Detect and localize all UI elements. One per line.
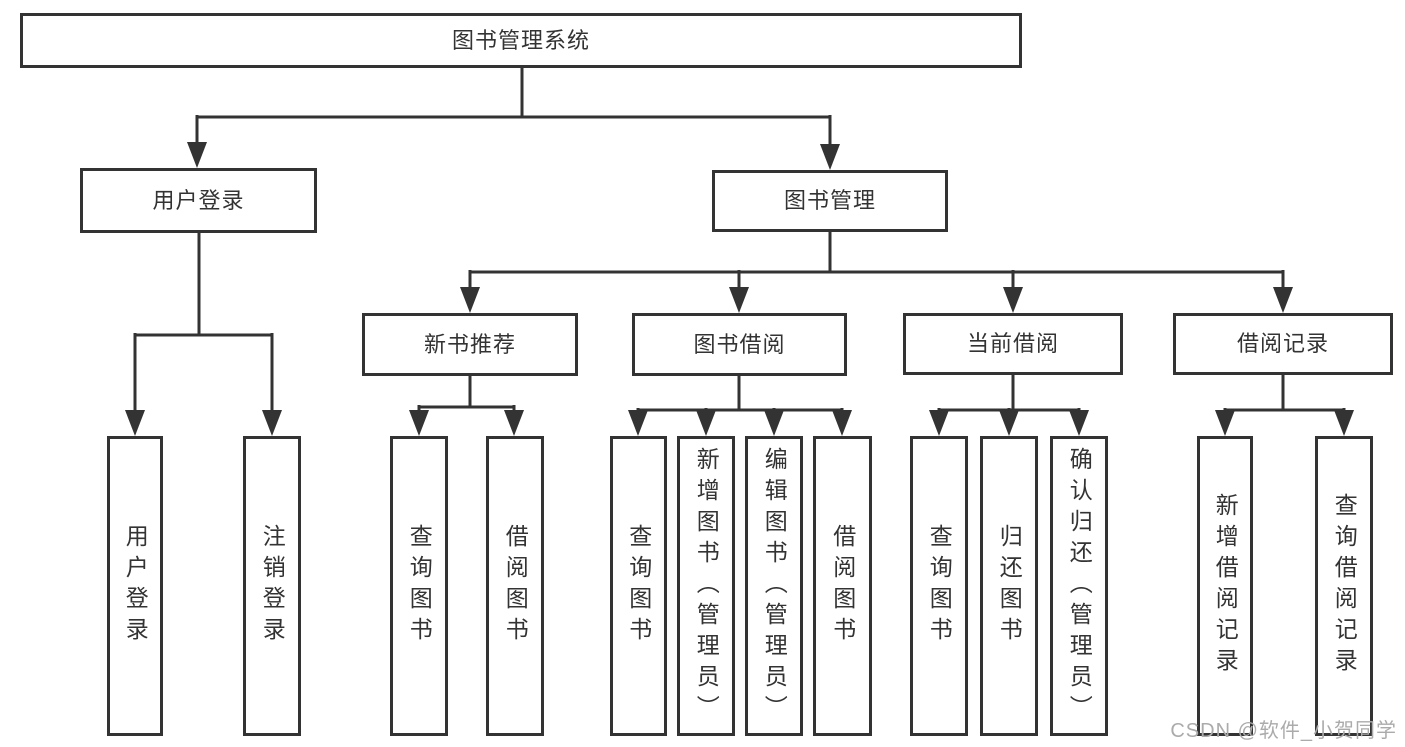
leaf-borrow-book-1-label: 借阅图书 xyxy=(502,524,529,648)
node-current-borrow-label: 当前借阅 xyxy=(966,331,1059,356)
leaf-confirm-return-admin-label: 确认归还（管理员） xyxy=(1066,446,1093,726)
leaf-return-book: 归还图书 xyxy=(980,436,1038,736)
leaf-query-book-1-label: 查询图书 xyxy=(406,524,433,648)
node-book-borrow-label: 图书借阅 xyxy=(693,331,786,357)
node-new-book-recommend: 新书推荐 xyxy=(362,313,578,376)
leaf-borrow-book-2-label: 借阅图书 xyxy=(829,524,856,648)
leaf-user-login-label: 用户登录 xyxy=(122,524,149,648)
leaf-add-book-admin: 新增图书（管理员） xyxy=(677,436,735,736)
node-user-login-label: 用户登录 xyxy=(152,187,245,213)
node-book-borrow: 图书借阅 xyxy=(632,313,847,376)
node-book-management-label: 图书管理 xyxy=(783,188,876,213)
leaf-query-book-2: 查询图书 xyxy=(610,436,667,736)
leaf-user-login: 用户登录 xyxy=(107,436,163,736)
leaf-add-book-admin-label: 新增图书（管理员） xyxy=(693,446,720,726)
node-user-login: 用户登录 xyxy=(80,168,317,233)
node-borrow-record-label: 借阅记录 xyxy=(1236,331,1329,356)
leaf-logout: 注销登录 xyxy=(243,436,301,736)
leaf-query-book-3: 查询图书 xyxy=(910,436,968,736)
csdn-watermark: CSDN @软件_小贺同学 xyxy=(1170,720,1397,742)
leaf-logout-label: 注销登录 xyxy=(259,524,286,648)
node-borrow-record: 借阅记录 xyxy=(1173,313,1393,375)
leaf-query-borrow-record: 查询借阅记录 xyxy=(1315,436,1373,736)
node-root: 图书管理系统 xyxy=(20,13,1022,68)
node-new-book-recommend-label: 新书推荐 xyxy=(423,331,516,357)
leaf-return-book-label: 归还图书 xyxy=(996,524,1023,648)
leaf-borrow-book-1: 借阅图书 xyxy=(486,436,544,736)
leaf-add-borrow-record: 新增借阅记录 xyxy=(1197,436,1253,736)
arrowhead-icons xyxy=(125,142,1354,436)
leaf-query-book-3-label: 查询图书 xyxy=(926,524,953,648)
leaf-query-borrow-record-label: 查询借阅记录 xyxy=(1331,493,1358,679)
leaf-edit-book-admin-label: 编辑图书（管理员） xyxy=(761,446,788,726)
leaf-edit-book-admin: 编辑图书（管理员） xyxy=(745,436,803,736)
leaf-confirm-return-admin: 确认归还（管理员） xyxy=(1050,436,1108,736)
leaf-query-book-2-label: 查询图书 xyxy=(625,524,652,648)
leaf-add-borrow-record-label: 新增借阅记录 xyxy=(1212,493,1239,679)
node-current-borrow: 当前借阅 xyxy=(903,313,1123,375)
leaf-borrow-book-2: 借阅图书 xyxy=(813,436,872,736)
leaf-query-book-1: 查询图书 xyxy=(390,436,448,736)
node-book-management: 图书管理 xyxy=(712,170,948,232)
node-root-label: 图书管理系统 xyxy=(451,27,590,53)
